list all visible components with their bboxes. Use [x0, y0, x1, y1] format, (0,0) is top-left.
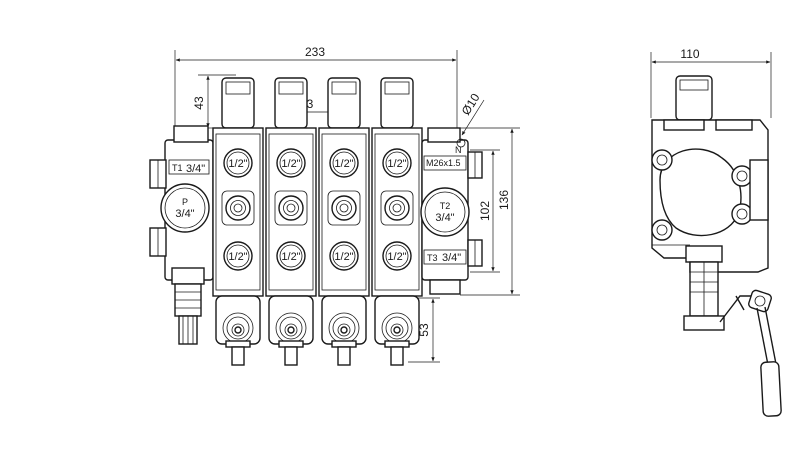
side-view: 110 [650, 47, 782, 417]
lever-stub-section-1 [231, 346, 245, 366]
side-bolt-bl [651, 219, 673, 241]
centre-bolt-section-3 [331, 195, 357, 221]
port-b-section-4 [382, 241, 412, 271]
spool-cap-section-4 [374, 295, 420, 345]
spool-cap-section-2 [268, 295, 314, 345]
port-b-section-1 [223, 241, 253, 271]
centre-bolt-section-1 [225, 195, 251, 221]
centre-bolt-section-4 [384, 195, 410, 221]
dim-dia10-label: Ø10 [459, 91, 483, 118]
side-body [651, 119, 769, 273]
port-a-section-2 [276, 148, 306, 178]
thread-label: M26x1.5 [426, 158, 461, 168]
lever-pivot [748, 289, 772, 313]
outlet-block: N M26x1.5 T2 3/4" T3 3/4" [420, 127, 483, 295]
port-b-size-section-1: 1/2" [228, 251, 247, 263]
section-3: 1/2" 1/2" [318, 77, 370, 366]
dim-136-label: 136 [497, 190, 511, 210]
port-a-size-section-1: 1/2" [228, 158, 247, 170]
t1-port-size: 3/4" [186, 163, 205, 175]
t3-port-name: T3 [427, 253, 438, 263]
dim-53: 53 [408, 297, 440, 363]
inlet-port-p [160, 183, 210, 233]
side-bolt-tl [651, 149, 673, 171]
outlet-port-t2 [420, 187, 470, 237]
port-a-size-section-3: 1/2" [334, 158, 353, 170]
t3-port-size: 3/4" [442, 252, 461, 264]
port-b-size-section-3: 1/2" [334, 251, 353, 263]
dim-102-label: 102 [478, 201, 492, 221]
section-4: 1/2" 1/2" [371, 77, 423, 366]
dim-233: 233 [174, 45, 458, 132]
dim-53-label: 53 [417, 323, 431, 337]
port-b-size-section-4: 1/2" [387, 251, 406, 263]
inlet-size: 3/4" [175, 208, 194, 220]
lever-stub-section-4 [390, 346, 404, 366]
port-a-size-section-4: 1/2" [387, 158, 406, 170]
t1-port-name: T1 [172, 163, 183, 173]
inlet-block: T1 3/4" P 3/4" [149, 125, 214, 345]
spool-cap-section-1 [215, 295, 261, 345]
port-a-section-4 [382, 148, 412, 178]
section-1: 1/2" 1/2" [212, 77, 264, 366]
dim-102: 102 [470, 149, 500, 273]
dim-233-label: 233 [305, 45, 325, 59]
dim-110: 110 [650, 47, 772, 118]
port-a-size-section-2: 1/2" [281, 158, 300, 170]
port-a-section-1 [223, 148, 253, 178]
section-2: 1/2" 1/2" [265, 77, 317, 366]
port-a-section-3 [329, 148, 359, 178]
side-bolt-tr [731, 165, 753, 187]
side-cap [675, 75, 713, 121]
dim-43-vertical-label: 43 [192, 96, 206, 110]
port-b-section-2 [276, 241, 306, 271]
side-bolt-br [731, 203, 753, 225]
port-b-size-section-2: 1/2" [281, 251, 300, 263]
centre-bolt-section-2 [278, 195, 304, 221]
spool-cap-section-3 [321, 295, 367, 345]
lever-handle [760, 361, 782, 417]
lever-stub-section-3 [337, 346, 351, 366]
t2-port-size: 3/4" [435, 212, 454, 224]
port-b-section-3 [329, 241, 359, 271]
n-port-label: N [455, 145, 462, 155]
lever-stub-section-2 [284, 346, 298, 366]
t2-port-name: T2 [440, 201, 451, 211]
dim-136: 136 [460, 127, 520, 296]
inlet-letter: P [182, 197, 188, 207]
front-view: 233 43 43 Ø10 136 [149, 45, 520, 366]
dim-110-label: 110 [680, 47, 699, 61]
